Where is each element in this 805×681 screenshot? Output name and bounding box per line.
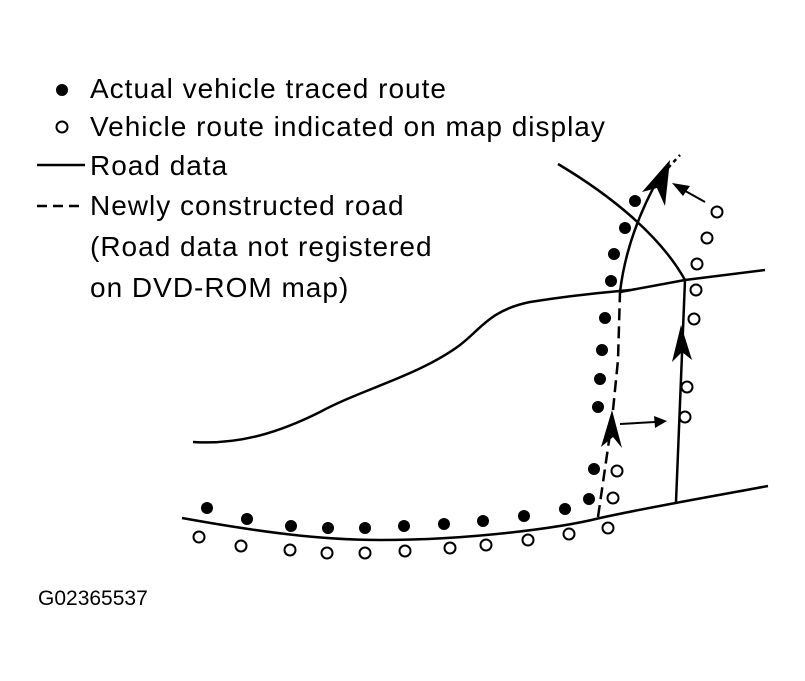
jump-arrow xyxy=(619,421,656,425)
open-circle-legend-icon xyxy=(55,120,69,134)
arrow-up-icon xyxy=(642,160,670,206)
legend-note-line-2: on DVD-ROM map) xyxy=(90,272,350,303)
arrow-up-icon xyxy=(672,325,692,362)
road-bottom xyxy=(181,484,769,542)
actual-route-dots xyxy=(201,195,641,534)
legend-note-line-1: (Road data not registered xyxy=(90,231,433,262)
legend-label-actual-route: Actual vehicle traced route xyxy=(90,73,447,104)
legend-label-road-data: Road data xyxy=(90,150,229,181)
road-diagonal xyxy=(557,162,687,281)
arrow-upleft-icon xyxy=(672,183,690,196)
legend-label-new-road: Newly constructed road xyxy=(90,190,405,221)
road-curvy xyxy=(192,288,631,444)
figure-id: G02365537 xyxy=(38,587,148,610)
legend-label-map-route: Vehicle route indicated on map display xyxy=(90,111,606,142)
road-new-dashed xyxy=(596,291,622,518)
filled-circle-legend-icon xyxy=(56,84,68,96)
road-vertical-registered xyxy=(674,279,687,503)
arrow-up-icon xyxy=(601,410,622,448)
arrow-right-icon xyxy=(654,416,667,428)
map-route-dots xyxy=(192,205,724,560)
road-crossing xyxy=(619,268,766,294)
